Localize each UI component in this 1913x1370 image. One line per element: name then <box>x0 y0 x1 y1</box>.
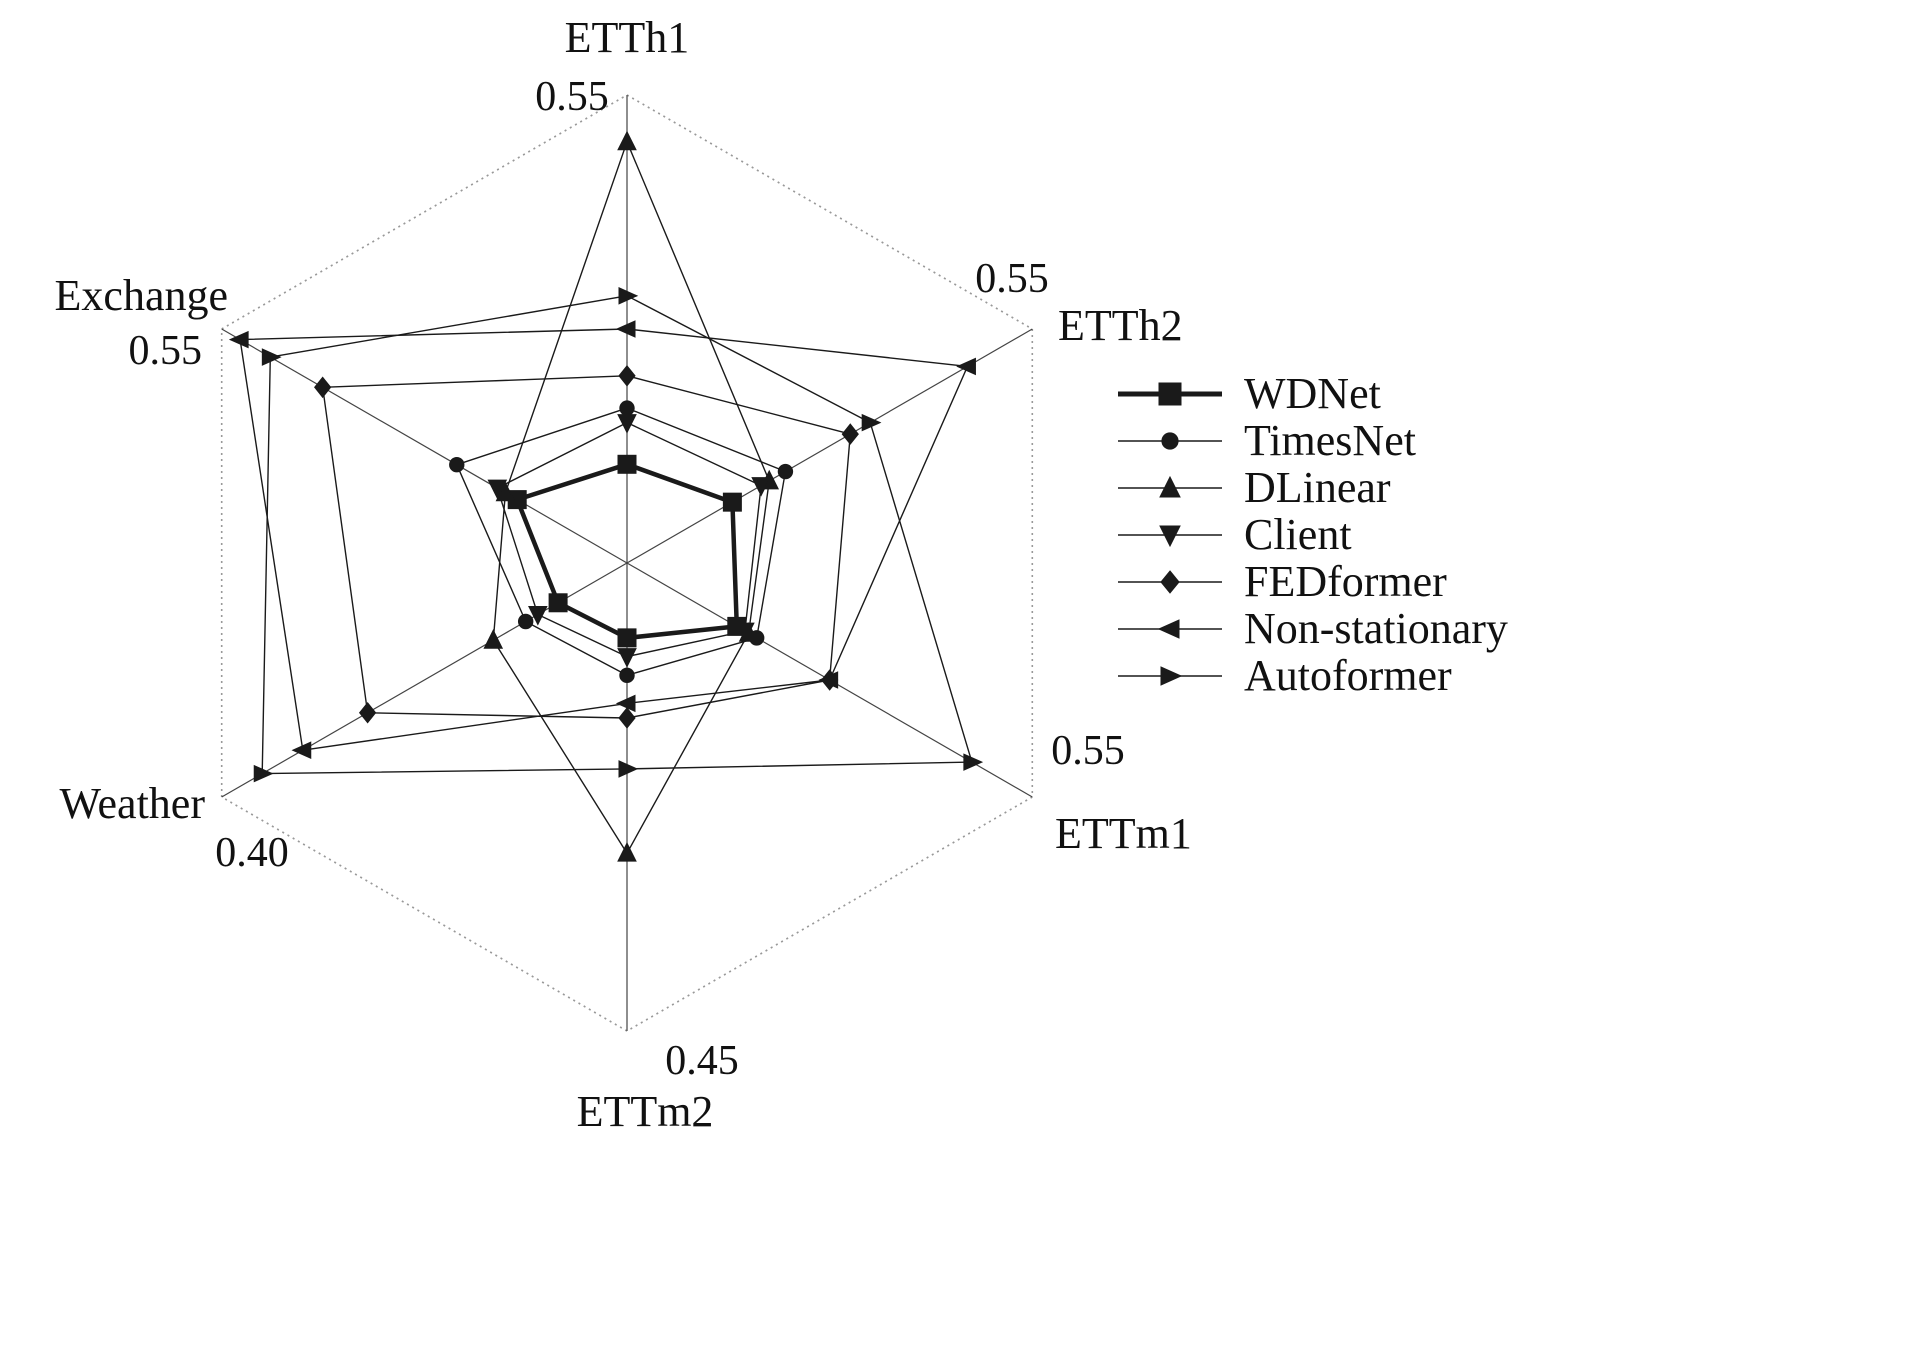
legend-item-autoformer: Autoformer <box>1118 651 1452 700</box>
legend-label: DLinear <box>1244 463 1391 512</box>
series-autoformer <box>253 287 984 783</box>
axis-max-tick-weather: 0.40 <box>215 830 289 876</box>
axis-label-weather: Weather <box>60 779 206 828</box>
triangle-right-marker-icon <box>963 753 984 771</box>
series-fedformer <box>314 364 859 729</box>
triangle-right-marker-icon <box>253 764 274 783</box>
series-client <box>487 414 771 668</box>
legend-item-dlinear: DLinear <box>1118 463 1391 512</box>
square-marker-icon <box>617 454 637 474</box>
legend-item-fedformer: FEDformer <box>1118 557 1447 606</box>
triangle-left-marker-icon <box>956 357 976 376</box>
legend-label: TimesNet <box>1244 416 1416 465</box>
legend-item-timesnet: TimesNet <box>1118 416 1416 465</box>
legend-label: Non-stationary <box>1244 604 1508 653</box>
series-timesnet <box>449 400 794 684</box>
axis-max-tick-ettm1: 0.55 <box>1051 728 1125 774</box>
triangle-down-marker-icon <box>751 477 771 497</box>
diamond-marker-icon <box>841 423 859 445</box>
circle-marker-icon <box>517 613 534 630</box>
legend-item-non-stationary: Non-stationary <box>1118 604 1508 653</box>
series-non-stationary <box>228 320 976 759</box>
triangle-up-marker-icon <box>617 130 637 151</box>
axis-label-etth1: ETTh1 <box>565 13 690 62</box>
triangle-right-marker-icon <box>861 413 882 432</box>
circle-marker-icon <box>449 457 465 473</box>
triangle-left-marker-icon <box>615 694 636 713</box>
square-marker-icon <box>548 593 568 613</box>
series-line <box>239 328 969 751</box>
diamond-marker-icon <box>618 707 636 729</box>
legend: WDNetTimesNetDLinearClientFEDformerNon-s… <box>1118 369 1508 700</box>
circle-marker-icon <box>619 400 635 416</box>
triangle-up-marker-icon <box>1159 475 1181 498</box>
axis-max-tick-etth2: 0.55 <box>975 256 1049 302</box>
axis-label-ettm1: ETTm1 <box>1055 809 1192 858</box>
triangle-down-marker-icon <box>735 622 755 643</box>
circle-marker-icon <box>619 667 635 684</box>
triangle-left-marker-icon <box>228 330 249 349</box>
triangle-down-marker-icon <box>528 605 548 626</box>
circle-marker-icon <box>1161 432 1179 450</box>
triangle-left-marker-icon <box>818 671 839 689</box>
triangle-right-marker-icon <box>618 760 639 778</box>
diamond-marker-icon <box>1160 570 1180 594</box>
legend-item-client: Client <box>1118 510 1352 559</box>
triangle-left-marker-icon <box>1157 619 1180 639</box>
triangle-left-marker-icon <box>291 741 312 759</box>
square-marker-icon <box>617 628 637 648</box>
diamond-marker-icon <box>314 376 332 399</box>
square-marker-icon <box>722 492 742 512</box>
triangle-left-marker-icon <box>615 320 636 338</box>
legend-label: WDNet <box>1244 369 1381 418</box>
series-line <box>261 295 973 775</box>
square-marker-icon <box>1158 382 1182 406</box>
legend-label: Autoformer <box>1244 651 1452 700</box>
axis-label-ettm2: ETTm2 <box>577 1087 714 1136</box>
legend-label: FEDformer <box>1244 557 1447 606</box>
diamond-marker-icon <box>358 701 377 724</box>
triangle-right-marker-icon <box>618 287 639 305</box>
triangle-right-marker-icon <box>1160 666 1183 686</box>
legend-label: Client <box>1244 510 1352 559</box>
series-line <box>322 375 851 719</box>
diamond-marker-icon <box>618 364 636 387</box>
triangle-right-marker-icon <box>261 348 282 366</box>
axis-max-tick-etth1: 0.55 <box>535 74 609 120</box>
triangle-down-marker-icon <box>617 414 637 434</box>
triangle-up-marker-icon <box>617 842 637 862</box>
triangle-down-marker-icon <box>617 648 637 668</box>
circle-marker-icon <box>777 463 794 480</box>
triangle-down-marker-icon <box>487 479 508 500</box>
legend-item-wdnet: WDNet <box>1118 369 1381 418</box>
axis-label-etth2: ETTh2 <box>1058 301 1183 350</box>
axis-max-tick-ettm2: 0.45 <box>665 1038 739 1084</box>
triangle-up-marker-icon <box>483 629 504 649</box>
axis-label-exchange: Exchange <box>55 271 228 320</box>
radar-axis-spoke-exchange <box>221 328 628 564</box>
series-wdnet <box>507 454 747 648</box>
triangle-down-marker-icon <box>1159 525 1181 548</box>
axis-max-tick-exchange: 0.55 <box>129 328 203 374</box>
